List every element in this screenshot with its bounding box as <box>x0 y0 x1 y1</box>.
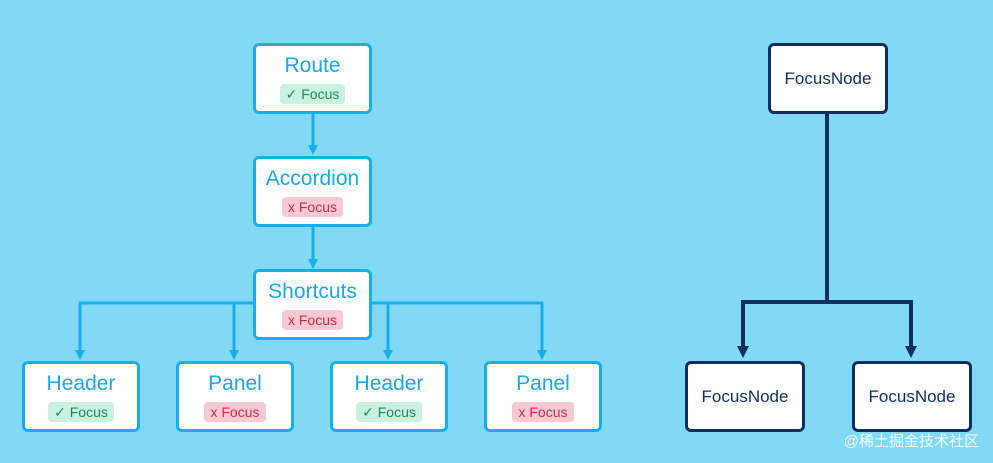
focus-badge-no: x Focus <box>204 401 266 422</box>
panel-label: Panel <box>208 371 262 395</box>
header-node: Header ✓ Focus <box>22 361 140 432</box>
header-node: Header ✓ Focus <box>330 361 448 432</box>
focus-badge-no: x Focus <box>281 309 343 330</box>
accordion-node: Accordion x Focus <box>253 156 372 227</box>
header-label: Header <box>354 371 424 395</box>
route-label: Route <box>284 53 341 77</box>
focus-badge-no: x Focus <box>281 196 343 217</box>
header-label: Header <box>46 371 116 395</box>
focusnode-child: FocusNode <box>685 361 805 432</box>
focus-badge-yes: ✓ Focus <box>279 83 346 104</box>
shortcuts-label: Shortcuts <box>268 279 357 303</box>
panel-label: Panel <box>516 371 570 395</box>
focus-badge-yes: ✓ Focus <box>356 401 422 422</box>
focus-badge-yes: ✓ Focus <box>48 401 114 422</box>
focusnode-child: FocusNode <box>852 361 972 432</box>
shortcuts-node: Shortcuts x Focus <box>253 269 372 340</box>
focus-badge-no: x Focus <box>512 401 574 422</box>
focusnode-root: FocusNode <box>768 43 888 114</box>
watermark-text: @稀土掘金技术社区 <box>843 433 979 450</box>
route-node: Route ✓ Focus <box>253 43 372 114</box>
panel-node: Panel x Focus <box>484 361 602 432</box>
accordion-label: Accordion <box>265 166 360 190</box>
panel-node: Panel x Focus <box>176 361 294 432</box>
